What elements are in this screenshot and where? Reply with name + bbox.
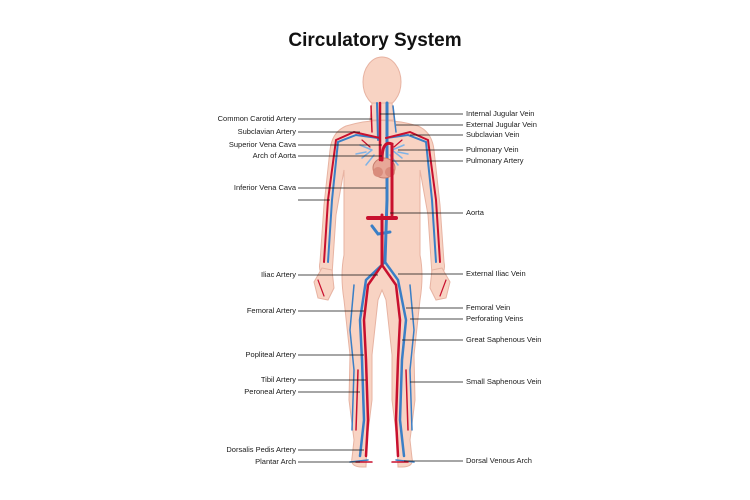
label-internal-jugular-vein: Internal Jugular Vein xyxy=(466,109,535,118)
label-femoral-vein: Femoral Vein xyxy=(466,303,511,312)
label-popliteal-artery: Popliteal Artery xyxy=(245,350,296,359)
label-superior-vena-cava: Superior Vena Cava xyxy=(228,140,296,149)
label-small-saphenous-vein: Small Saphenous Vein xyxy=(466,377,542,386)
label-inferior-vena-cava: Inferior Vena Cava xyxy=(233,183,296,192)
label-pulmonary-vein: Pulmonary Vein xyxy=(466,145,519,154)
label-iliac-artery: Iliac Artery xyxy=(260,270,296,279)
label-pulmonary-artery: Pulmonary Artery xyxy=(466,156,524,165)
label-dorsal-venous-arch: Dorsal Venous Arch xyxy=(466,456,532,465)
label-plantar-arch: Plantar Arch xyxy=(255,457,296,466)
label-femoral-artery: Femoral Artery xyxy=(246,306,296,315)
arteries xyxy=(317,101,447,463)
label-external-jugular-vein: External Jugular Vein xyxy=(466,120,537,129)
label-perforating-veins: Perforating Veins xyxy=(466,314,524,323)
label-external-iliac-vein: External Iliac Vein xyxy=(466,269,526,278)
label-aorta: Aorta xyxy=(466,208,484,217)
label-tibil-artery: Tibil Artery xyxy=(260,375,296,384)
label-subclavian-artery: Subclavian Artery xyxy=(237,127,296,136)
leader-lines-left xyxy=(298,118,386,463)
label-peroneal-artery: Peroneal Artery xyxy=(244,387,296,396)
label-great-saphenous-vein: Great Saphenous Vein xyxy=(466,335,542,344)
veins xyxy=(327,101,437,463)
label-arch-of-aorta: Arch of Aorta xyxy=(252,151,296,160)
diagram-title: Circulatory System xyxy=(288,30,462,51)
label-dorsalis-pedis-artery: Dorsalis Pedis Artery xyxy=(226,445,296,454)
leader-lines-right xyxy=(380,113,463,462)
lung-vessels xyxy=(355,139,409,166)
label-common-carotid-artery: Common Carotid Artery xyxy=(217,114,296,123)
label-subclavian-vein: Subclavian Vein xyxy=(466,130,520,139)
